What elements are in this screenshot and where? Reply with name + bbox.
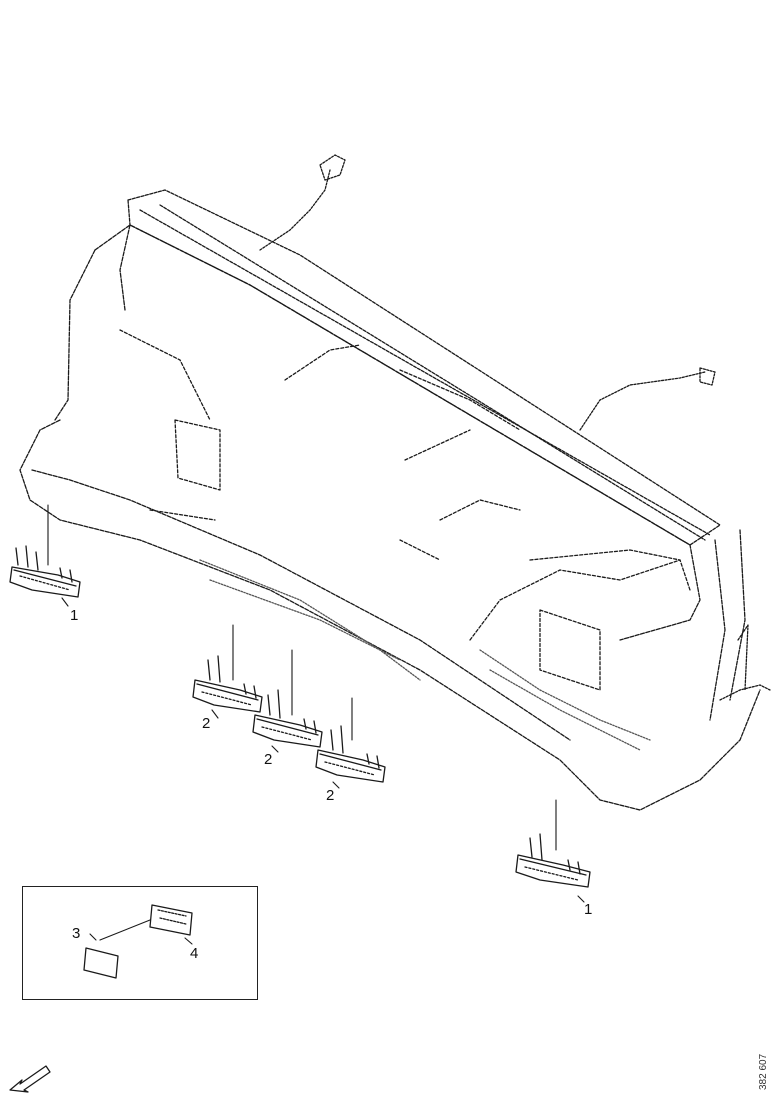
cab-body — [19, 224, 761, 811]
direction-arrow-icon — [9, 1065, 51, 1093]
callout-1-left: 1 — [70, 607, 79, 624]
lamp-1-right — [515, 833, 591, 888]
callout-2-a: 2 — [202, 715, 211, 732]
callout-3: 3 — [72, 925, 81, 942]
leader-lines — [47, 504, 585, 945]
detail-inset-frame — [22, 886, 258, 1000]
lamp-2-b — [252, 689, 323, 748]
wiring-harness-side — [719, 624, 771, 701]
roof-deflector — [127, 189, 721, 546]
callout-4: 4 — [190, 945, 199, 962]
document-number: 382 607 — [758, 1053, 769, 1090]
wiring-harness-top — [259, 154, 346, 251]
callout-2-b: 2 — [264, 751, 273, 768]
lamp-1-left — [9, 545, 81, 598]
lamp-housing-part-4 — [149, 904, 193, 936]
front-grille — [199, 559, 651, 751]
callout-2-c: 2 — [326, 787, 335, 804]
callout-1-right: 1 — [584, 901, 593, 918]
wiring-harness-right — [579, 367, 716, 431]
lamp-2-c — [315, 725, 386, 783]
lens-part-3 — [83, 947, 119, 979]
cab-panels — [119, 329, 691, 691]
lamp-2-a — [192, 655, 263, 713]
